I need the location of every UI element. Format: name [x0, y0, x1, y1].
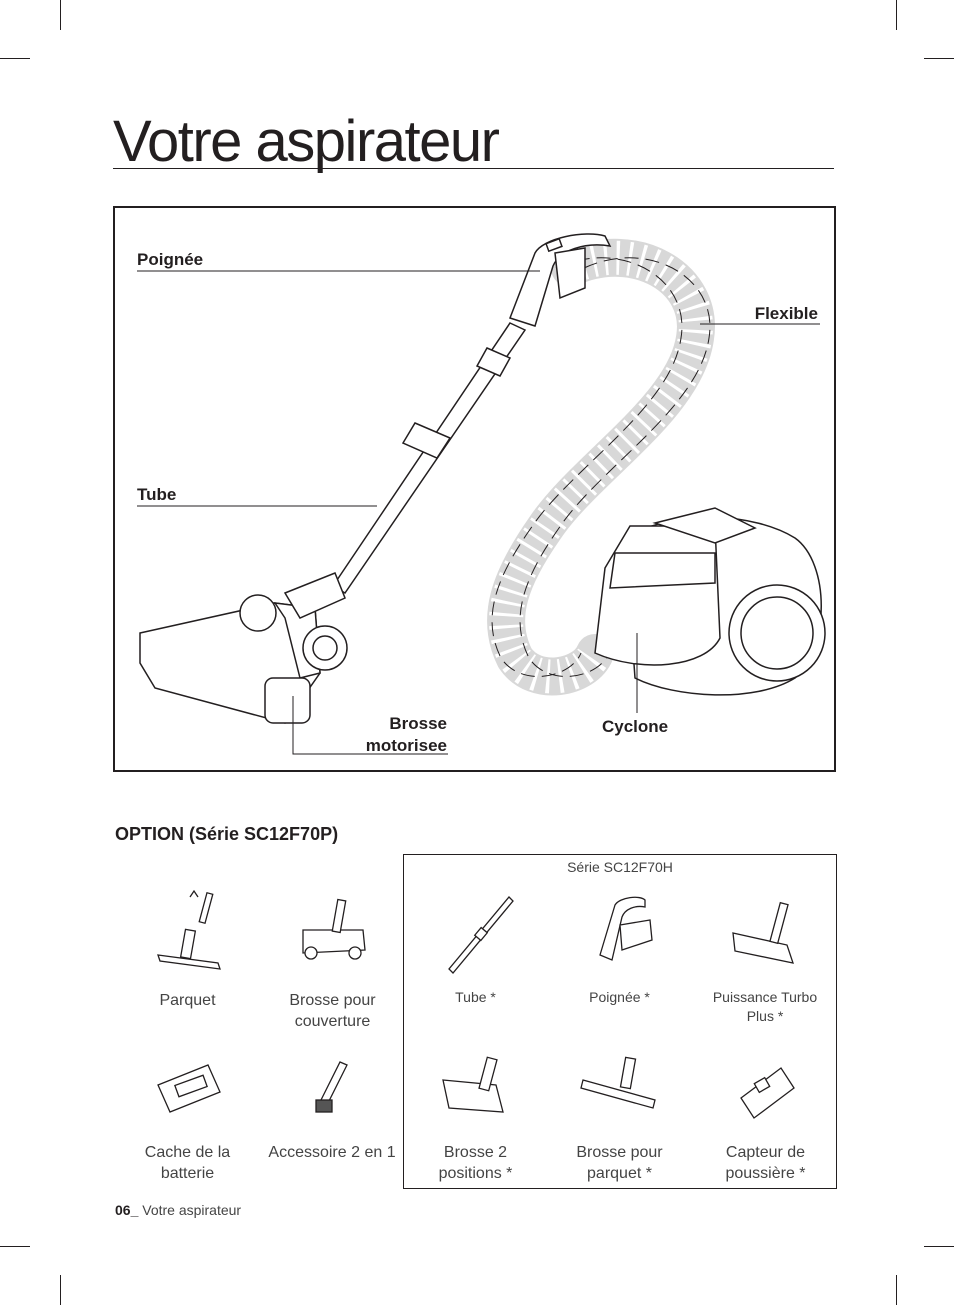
blanket-brush-icon	[301, 898, 366, 960]
two-position-brush-icon	[441, 1056, 504, 1113]
crop-mark	[896, 1275, 897, 1305]
accessory-label: Poignée *	[589, 989, 650, 1005]
accessory-tube: Tube *	[418, 885, 533, 1007]
cyclone-label: Cyclone	[602, 717, 669, 736]
tube-icon	[447, 896, 514, 974]
crop-mark	[60, 0, 61, 30]
parquet-nozzle-icon	[156, 889, 221, 970]
page-footer: 06_ Votre aspirateur	[115, 1202, 241, 1218]
handle-label: Poignée	[137, 250, 204, 269]
vacuum-illustration	[137, 233, 826, 755]
accessory-label: Accessoire 2 en 1	[268, 1144, 396, 1161]
footer-text: Votre aspirateur	[138, 1202, 242, 1218]
dust-sensor-icon	[739, 1067, 795, 1119]
option-title: OPTION (Série SC12F70P)	[115, 824, 339, 844]
accessory-parquet: Parquet	[130, 885, 245, 1011]
handle-icon	[598, 896, 653, 961]
parquet-brush-icon	[579, 1056, 656, 1109]
battery-cover-icon	[156, 1064, 221, 1113]
accessory-label: Brosse 2 positions *	[438, 1144, 513, 1182]
accessory-label: Puissance Turbo Plus *	[712, 989, 818, 1024]
accessory-label: Capteur de poussière *	[725, 1144, 806, 1182]
accessory-label: Tube *	[455, 989, 496, 1005]
turbo-brush-icon	[732, 901, 794, 964]
accessory-handle: Poignée *	[562, 885, 677, 1007]
page-title: Votre aspirateur	[113, 109, 500, 174]
vacuum-diagram: Poignée Flexible Tube Brosse motorisee C…	[113, 206, 836, 772]
series-h-title: Série SC12F70H	[567, 859, 673, 875]
brush-label: Brosse motorisee	[365, 714, 447, 755]
crop-mark	[924, 1246, 954, 1247]
title-rule	[113, 168, 834, 169]
accessory-dust-sensor: Capteur de poussière *	[708, 1050, 823, 1184]
two-in-one-tool-icon	[315, 1061, 348, 1113]
accessory-label: Parquet	[159, 992, 216, 1009]
accessory-two-position-brush: Brosse 2 positions *	[418, 1050, 533, 1184]
series-h-box	[403, 854, 837, 1189]
hose-label: Flexible	[754, 304, 818, 323]
accessory-blanket-brush: Brosse pour couverture	[270, 885, 395, 1032]
accessory-label: Brosse pour couverture	[289, 992, 376, 1030]
crop-mark	[0, 1246, 30, 1247]
footer-page-number: 06_	[115, 1202, 139, 1218]
accessory-label: Brosse pour parquet *	[576, 1144, 663, 1182]
accessory-label: Cache de la batterie	[144, 1144, 231, 1182]
crop-mark	[896, 0, 897, 30]
accessory-parquet-brush: Brosse pour parquet *	[562, 1050, 677, 1184]
crop-mark	[0, 58, 30, 59]
crop-mark	[924, 58, 954, 59]
accessory-turbo-brush: Puissance Turbo Plus *	[700, 885, 830, 1026]
tube-label: Tube	[137, 485, 177, 504]
accessory-battery-cover: Cache de la batterie	[125, 1050, 250, 1184]
crop-mark	[60, 1275, 61, 1305]
accessory-two-in-one: Accessoire 2 en 1	[262, 1050, 402, 1163]
